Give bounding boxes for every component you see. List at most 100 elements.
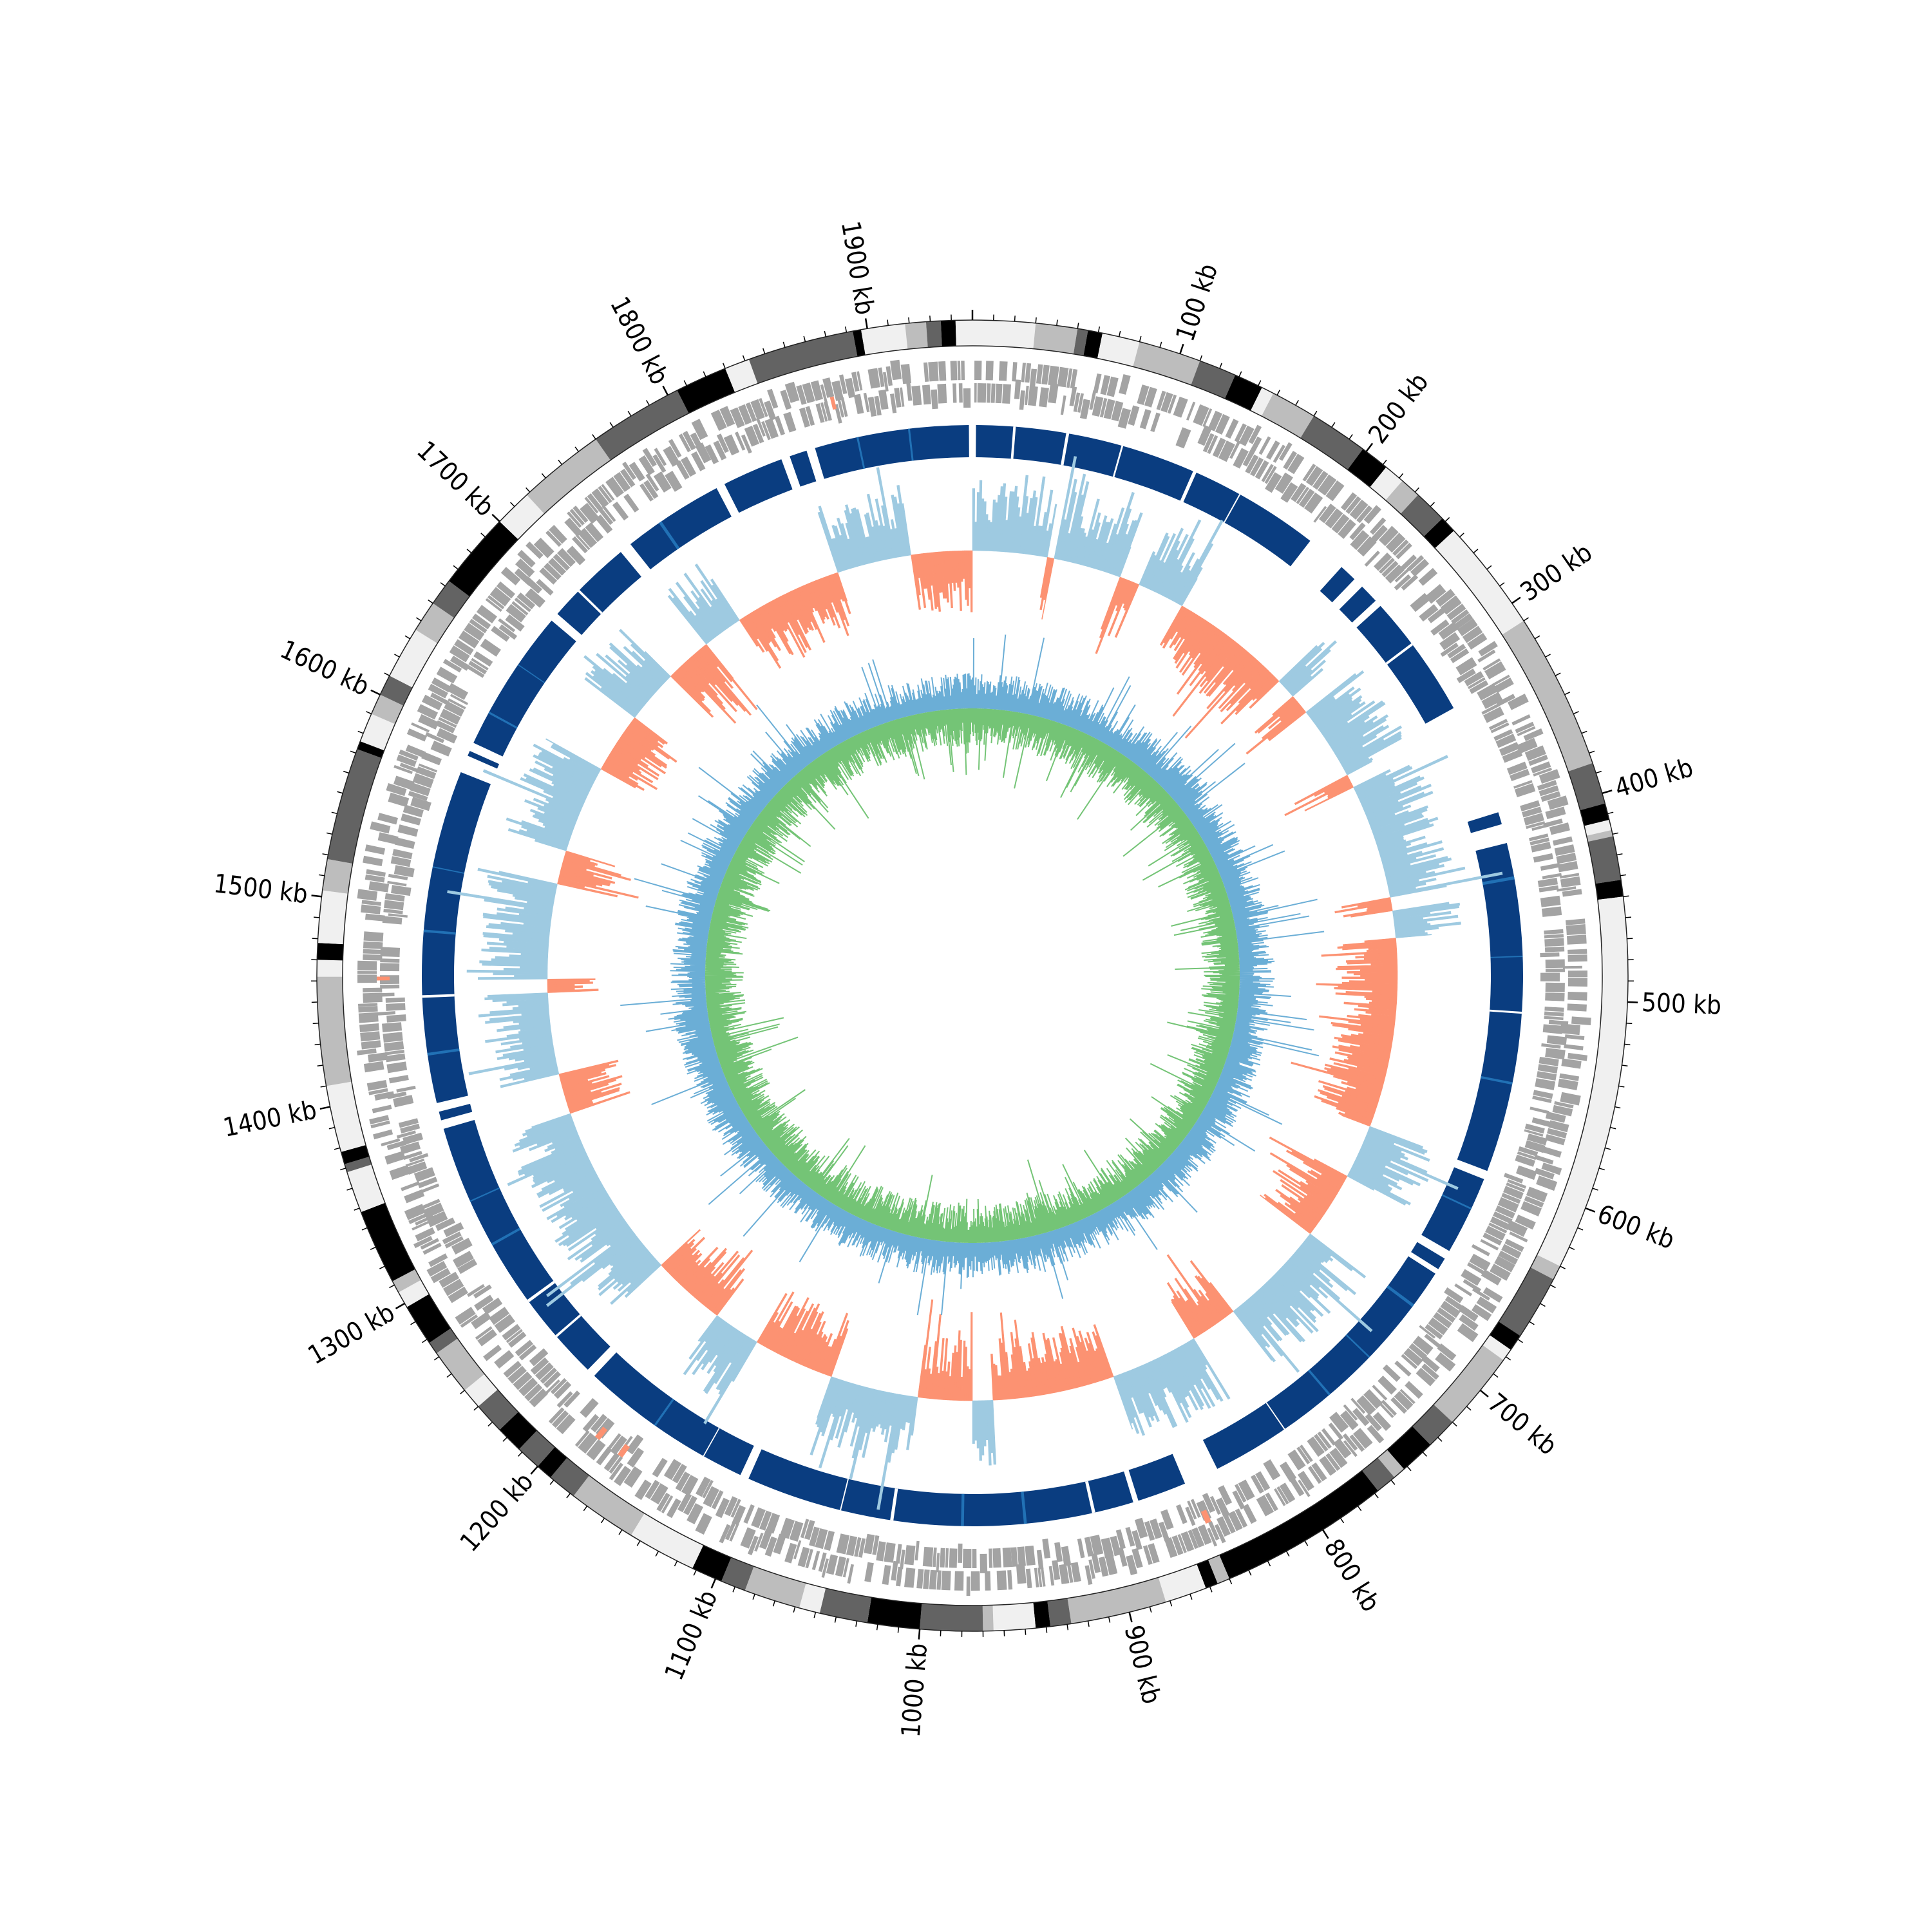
gene-feature (1225, 419, 1239, 439)
gene-feature (1469, 1253, 1491, 1271)
gene-feature (996, 1570, 1007, 1591)
gene-feature (1482, 1287, 1503, 1303)
tick-label: 1400 kb (221, 1095, 319, 1142)
minor-tick (317, 1065, 323, 1066)
synteny-block (421, 772, 491, 1103)
gene-feature (452, 1251, 474, 1268)
gene-feature (835, 1556, 846, 1577)
gene-feature (811, 1550, 820, 1571)
gene-feature (1016, 1564, 1027, 1584)
gene-feature (1287, 1449, 1306, 1471)
minor-tick (1199, 355, 1203, 361)
minor-tick (510, 502, 515, 507)
gene-feature (375, 992, 395, 997)
gene-feature (1297, 1470, 1314, 1492)
gene-feature (1208, 410, 1223, 431)
gene-feature (1304, 492, 1323, 514)
gene-feature (1482, 1232, 1502, 1245)
minor-tick (1390, 1479, 1396, 1485)
gene-feature (1435, 589, 1455, 607)
gene-feature (1188, 1530, 1198, 1549)
tick-label: 300 kb (1515, 538, 1598, 607)
gene-feature (471, 1311, 491, 1330)
gene-feature (1524, 1129, 1544, 1137)
gene-feature (985, 1571, 991, 1591)
gc-skew-negative-segment (600, 717, 677, 791)
gene-feature (1265, 1492, 1278, 1511)
gc-skew-positive-segment (583, 629, 671, 718)
gene-feature (584, 497, 599, 514)
gene-feature (1029, 368, 1037, 389)
gene-feature (515, 1340, 534, 1357)
major-tick (1602, 790, 1613, 794)
minor-tick (600, 1518, 605, 1524)
gene-feature (381, 1138, 401, 1147)
gene-feature (1498, 1250, 1519, 1265)
gene-feature (645, 1479, 660, 1499)
gene-feature (1545, 1111, 1566, 1123)
gene-feature (1296, 1446, 1311, 1464)
synteny-break (1385, 643, 1413, 665)
minor-tick (1382, 459, 1387, 465)
gene-feature (986, 383, 991, 403)
gene-feature (544, 562, 562, 580)
gene-feature (1139, 409, 1151, 430)
minor-tick (1612, 832, 1618, 835)
minor-tick (1422, 1452, 1427, 1457)
gene-feature (989, 1548, 993, 1568)
gene-feature (784, 1542, 797, 1564)
minor-tick (1437, 1437, 1443, 1442)
minor-tick (518, 1452, 523, 1457)
gene-feature (468, 661, 488, 675)
karyotype-band (1580, 803, 1609, 826)
gene-feature (1507, 1179, 1527, 1189)
gene-feature (417, 704, 439, 720)
minor-tick (1414, 487, 1419, 493)
gene-feature (1493, 677, 1514, 694)
gene-feature (1405, 1381, 1423, 1399)
gene-feature (1156, 390, 1166, 410)
gene-feature (1342, 1433, 1358, 1451)
gene-feature (1160, 1509, 1174, 1530)
gene-feature (507, 1331, 527, 1348)
gene-feature (1504, 1238, 1524, 1253)
gene-feature (612, 501, 629, 521)
gene-feature (513, 1371, 533, 1390)
tick-label: 100 kb (1171, 260, 1224, 345)
gene-feature (1261, 464, 1274, 482)
minor-tick (824, 330, 827, 337)
minor-tick (410, 1321, 416, 1325)
minor-tick (1517, 1339, 1523, 1343)
synteny-break (856, 437, 866, 469)
gc-skew-negative-segment (1291, 938, 1398, 1127)
gene-feature (1394, 567, 1411, 583)
gene-feature (1235, 1508, 1248, 1528)
karyotype-band (1133, 341, 1200, 385)
gene-feature (1171, 1535, 1184, 1555)
gene-feature (804, 1520, 815, 1540)
gene-feature (1039, 387, 1049, 408)
synteny-block (748, 1449, 1133, 1527)
gene-feature (1481, 703, 1501, 715)
gene-feature (1419, 604, 1439, 622)
gene-feature (1378, 558, 1395, 574)
gene-feature (767, 388, 779, 409)
minor-tick (1170, 1600, 1173, 1607)
minor-tick (480, 533, 486, 538)
gene-feature (1457, 618, 1478, 636)
gene-feature (1318, 504, 1336, 524)
gene-feature (1025, 1568, 1032, 1589)
gene-feature (665, 470, 683, 492)
gene-feature (958, 1543, 963, 1563)
tick-label: 800 kb (1318, 1534, 1385, 1617)
minor-tick (1555, 672, 1561, 676)
synteny-break (1490, 956, 1523, 958)
gene-feature (652, 454, 667, 473)
gene-feature (420, 1183, 440, 1194)
gene-feature (1524, 1196, 1544, 1208)
gene-feature (1352, 1408, 1370, 1426)
tick-label: 1500 kb (212, 869, 309, 909)
gene-feature (384, 1041, 404, 1052)
karyotype-band (692, 1545, 732, 1582)
gene-feature (904, 1567, 916, 1588)
